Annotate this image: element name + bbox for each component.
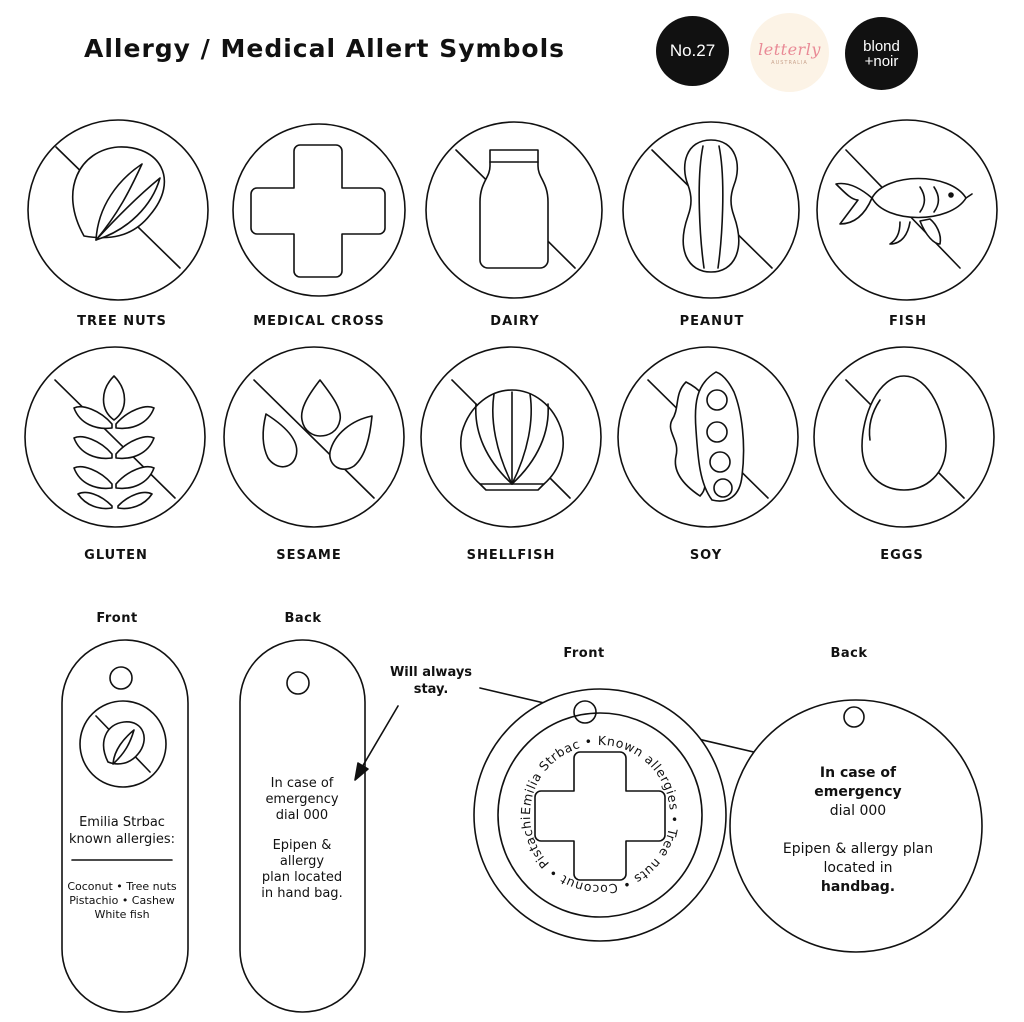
tag-long-front-name: Emilia Strbac [79, 815, 165, 830]
sesame-icon [223, 346, 405, 528]
label-eggs: EGGS [880, 548, 924, 563]
brand-no27-text: No.27 [669, 41, 716, 60]
brand-badge-no27: No.27 [656, 16, 729, 86]
tree-nuts-icon [27, 119, 209, 301]
label-peanut: PEANUT [679, 314, 745, 329]
label-medical-cross: MEDICAL CROSS [253, 314, 385, 329]
label-tree-nuts: TREE NUTS [77, 314, 167, 329]
tag-long-back-line-1: In case of [270, 776, 334, 791]
tag-round-back-line-1: In case of [819, 765, 897, 781]
brand-letterly-text: letterly [758, 39, 821, 59]
label-soy: SOY [689, 548, 723, 563]
page-title: Allergy / Medical Allert Symbols [84, 34, 566, 63]
tag-long-back [239, 639, 366, 1013]
tag-round-back-line-5: located in [823, 860, 893, 876]
note-will-always-stay: Will always stay. [390, 664, 472, 698]
tag-long-front-list-3: White fish [94, 908, 150, 921]
peanut-icon [622, 121, 800, 299]
brand-letterly-sub: AUSTRALIA [771, 59, 808, 66]
tag-long-back-line-5: allergy [279, 854, 325, 869]
label-fish: FISH [889, 314, 927, 329]
eggs-icon [813, 346, 995, 528]
tag-long-back-line-4: Epipen & [272, 838, 332, 853]
tag-long-front-list-1: Coconut • Tree nuts [67, 880, 177, 893]
tag-long-back-line-3: dial 000 [275, 808, 329, 823]
label-shellfish: SHELLFISH [466, 548, 556, 563]
fish-icon [816, 119, 998, 301]
tag-long-front-allergy-list: Coconut • Tree nuts Pistachio • Cashew W… [60, 880, 184, 922]
tag-round-back-line-3: dial 000 [829, 803, 887, 819]
tag-long-back-line-2: emergency [265, 792, 339, 807]
note-line-1: Will always [389, 665, 473, 680]
tag-long-back-line-6: plan located [261, 870, 343, 885]
tag-long-back-line-7: in hand bag. [261, 886, 343, 901]
tag-long-back-text: In case of emergency dial 000 Epipen & a… [243, 776, 361, 902]
brand-blond-text: blond [863, 37, 900, 55]
caption-round-front: Front [563, 646, 605, 661]
brand-badge-blond-noir: blond +noir [845, 17, 918, 90]
brand-badge-letterly: letterly AUSTRALIA [750, 13, 829, 92]
label-dairy: DAIRY [490, 314, 540, 329]
tag-long-front-subtitle: known allergies: [68, 832, 176, 847]
tag-long-front [61, 639, 189, 1013]
shellfish-icon [420, 346, 602, 528]
dairy-icon [425, 121, 603, 299]
label-sesame: SESAME [276, 548, 342, 563]
caption-round-back: Back [830, 646, 868, 661]
tag-round-back-text: In case of emergency dial 000 Epipen & a… [758, 764, 958, 897]
tag-round-back [729, 699, 983, 953]
pointer-arrow-to-back-tag [354, 705, 399, 781]
label-gluten: GLUTEN [84, 548, 148, 563]
tag-long-front-name-block: Emilia Strbac known allergies: [62, 814, 182, 848]
gluten-icon [24, 346, 206, 528]
tag-round-back-line-4: Epipen & allergy plan [782, 841, 934, 857]
caption-long-back: Back [284, 611, 322, 626]
tag-round-back-line-2: emergency [814, 784, 902, 800]
brand-noir-text: +noir [864, 52, 899, 70]
tag-round-back-line-6: handbag. [820, 879, 896, 895]
soy-icon [617, 346, 799, 528]
tag-long-front-list-2: Pistachio • Cashew [69, 894, 175, 907]
medical-cross-icon [232, 123, 406, 297]
caption-long-front: Front [96, 611, 138, 626]
note-line-2: stay. [413, 682, 449, 697]
